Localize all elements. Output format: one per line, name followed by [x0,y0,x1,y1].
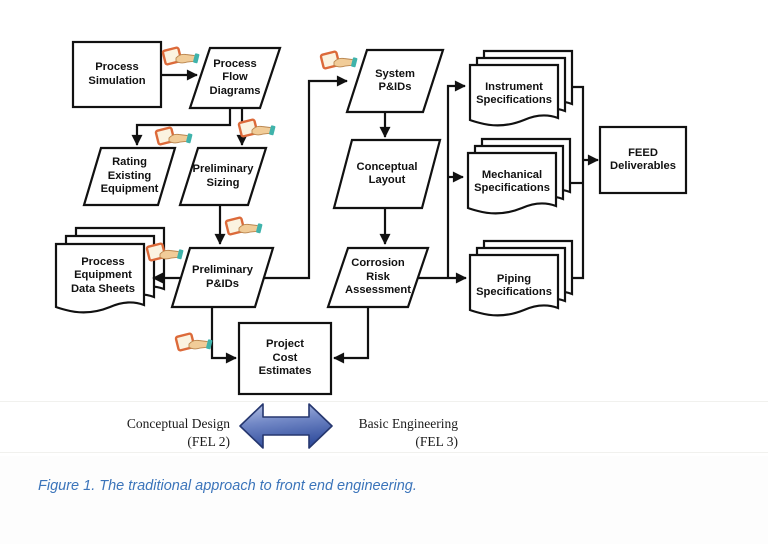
label-process-flow-diagrams: Process Flow Diagrams [209,57,261,97]
box-preliminary-sizing [178,146,268,207]
figure-caption: Figure 1. The traditional approach to fr… [38,478,417,494]
hand-note-icon-3 [237,118,277,138]
label-corrosion-risk-assessment: Corrosion Risk Assessment [345,257,411,297]
connector-branch-to-instrument [446,80,466,278]
label-system-pids: System P&IDs [375,67,415,93]
label-mechanical-specifications: Mechanical Specifications [474,168,550,194]
connector-preliminary-pids-to-cost [210,307,237,364]
label-conceptual-layout: Conceptual Layout [356,160,418,186]
label-process-equipment-data-sheets: Process Equipment Data Sheets [70,255,136,295]
box-conceptual-layout [332,138,442,210]
hand-note-icon-2 [154,126,194,146]
box-process-flow-diagrams [188,46,282,110]
hand-note-icon-7 [174,332,214,352]
label-feed-deliverables: FEED Deliverables [610,146,676,172]
label-preliminary-pids: Preliminary P&IDs [192,264,253,290]
box-rating-existing-equipment [82,146,177,207]
connector-pfd-to-rating [131,108,232,146]
connector-corrosion-to-cost [333,307,370,364]
label-project-cost-estimates: Project Cost Estimates [258,338,312,378]
box-corrosion-risk-assessment [326,246,430,309]
figure-edge-bottom [0,452,768,453]
figure-edge-top [0,401,768,402]
label-preliminary-sizing: Preliminary Sizing [192,163,254,189]
box-project-cost-estimates [237,321,333,396]
box-feed-deliverables [598,125,688,195]
phase-label-conceptual-design: Conceptual Design (FEL 2) [126,416,230,449]
label-piping-specifications: Piping Specifications [476,272,552,298]
box-preliminary-pids [170,246,275,309]
hand-note-icon-4 [224,216,264,236]
label-instrument-specifications: Instrument Specifications [476,80,552,106]
double-headed-arrow [239,403,333,449]
phase-label-basic-engineering: Basic Engineering (FEL 3) [358,416,458,449]
box-system-pids [345,48,445,114]
label-process-simulation: Process Simulation [88,61,146,87]
label-rating-existing-equipment: Rating Existing Equipment [100,156,159,196]
connector-preliminary-pids-to-system-pids [264,75,348,280]
box-process-simulation [71,40,163,109]
